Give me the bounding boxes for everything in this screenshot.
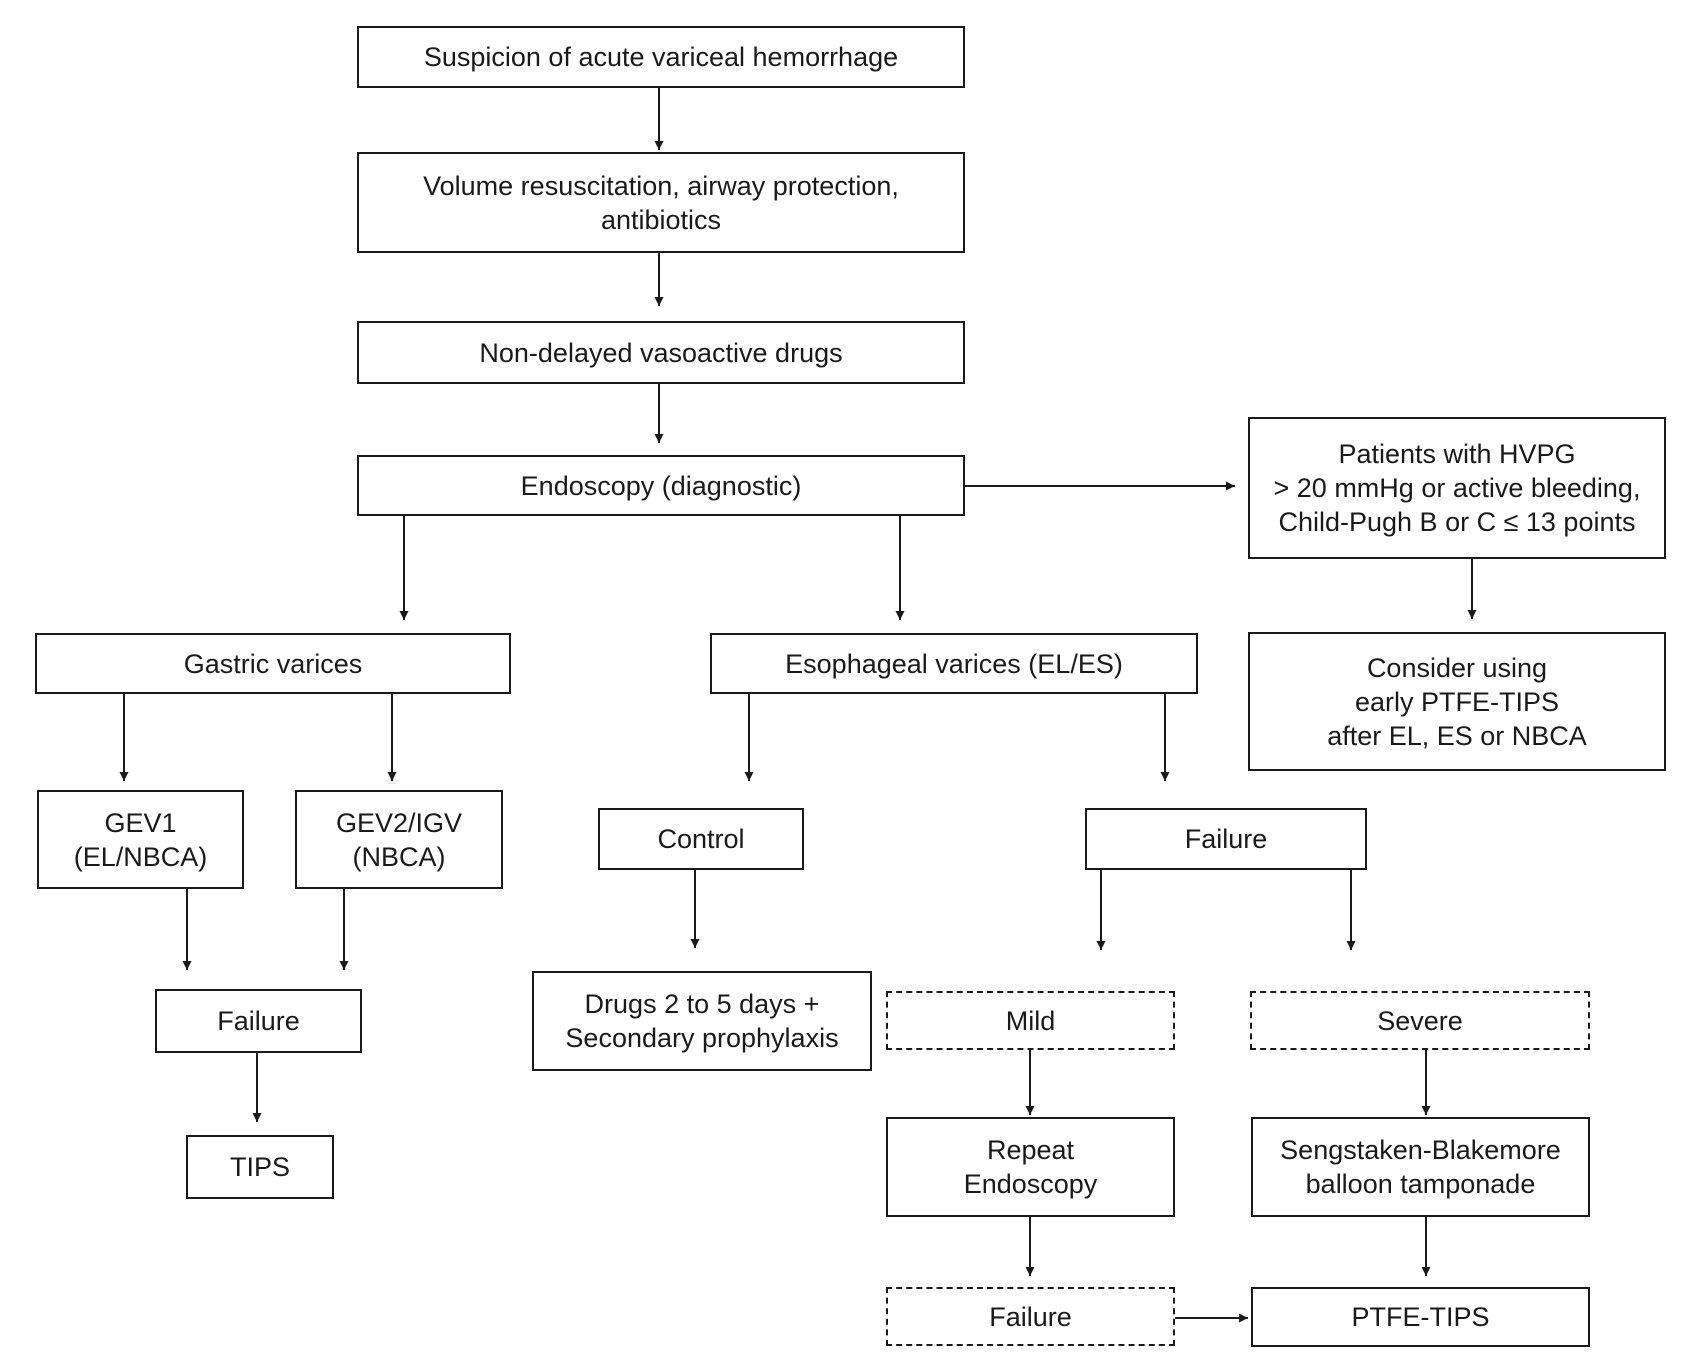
early-ptfe-tips-box: Consider using early PTFE-TIPS after EL,… [1248, 632, 1666, 771]
hvpg-criteria-box: Patients with HVPG > 20 mmHg or active b… [1248, 417, 1666, 559]
repeat-failure-box: Failure [886, 1287, 1175, 1346]
tips-box: TIPS [186, 1135, 334, 1199]
balloon-tamponade-box: Sengstaken-Blakemore balloon tamponade [1251, 1117, 1590, 1217]
control-box: Control [598, 808, 804, 870]
mild-box: Mild [886, 991, 1175, 1050]
suspicion-box: Suspicion of acute variceal hemorrhage [357, 26, 965, 88]
gev1-box: GEV1 (EL/NBCA) [37, 790, 244, 889]
ptfe-tips-box: PTFE-TIPS [1251, 1287, 1590, 1347]
gastric-failure-box: Failure [155, 989, 362, 1053]
drugs-secondary-prophylaxis-box: Drugs 2 to 5 days + Secondary prophylaxi… [532, 971, 872, 1071]
gev2-igv-box: GEV2/IGV (NBCA) [295, 790, 503, 889]
gastric-varices-box: Gastric varices [35, 633, 511, 694]
endoscopy-box: Endoscopy (diagnostic) [357, 455, 965, 516]
esophageal-failure-box: Failure [1085, 808, 1367, 870]
resuscitation-box: Volume resuscitation, airway protection,… [357, 152, 965, 253]
severe-box: Severe [1250, 991, 1590, 1050]
esophageal-varices-box: Esophageal varices (EL/ES) [710, 633, 1198, 694]
repeat-endoscopy-box: Repeat Endoscopy [886, 1117, 1175, 1217]
vasoactive-drugs-box: Non-delayed vasoactive drugs [357, 321, 965, 384]
